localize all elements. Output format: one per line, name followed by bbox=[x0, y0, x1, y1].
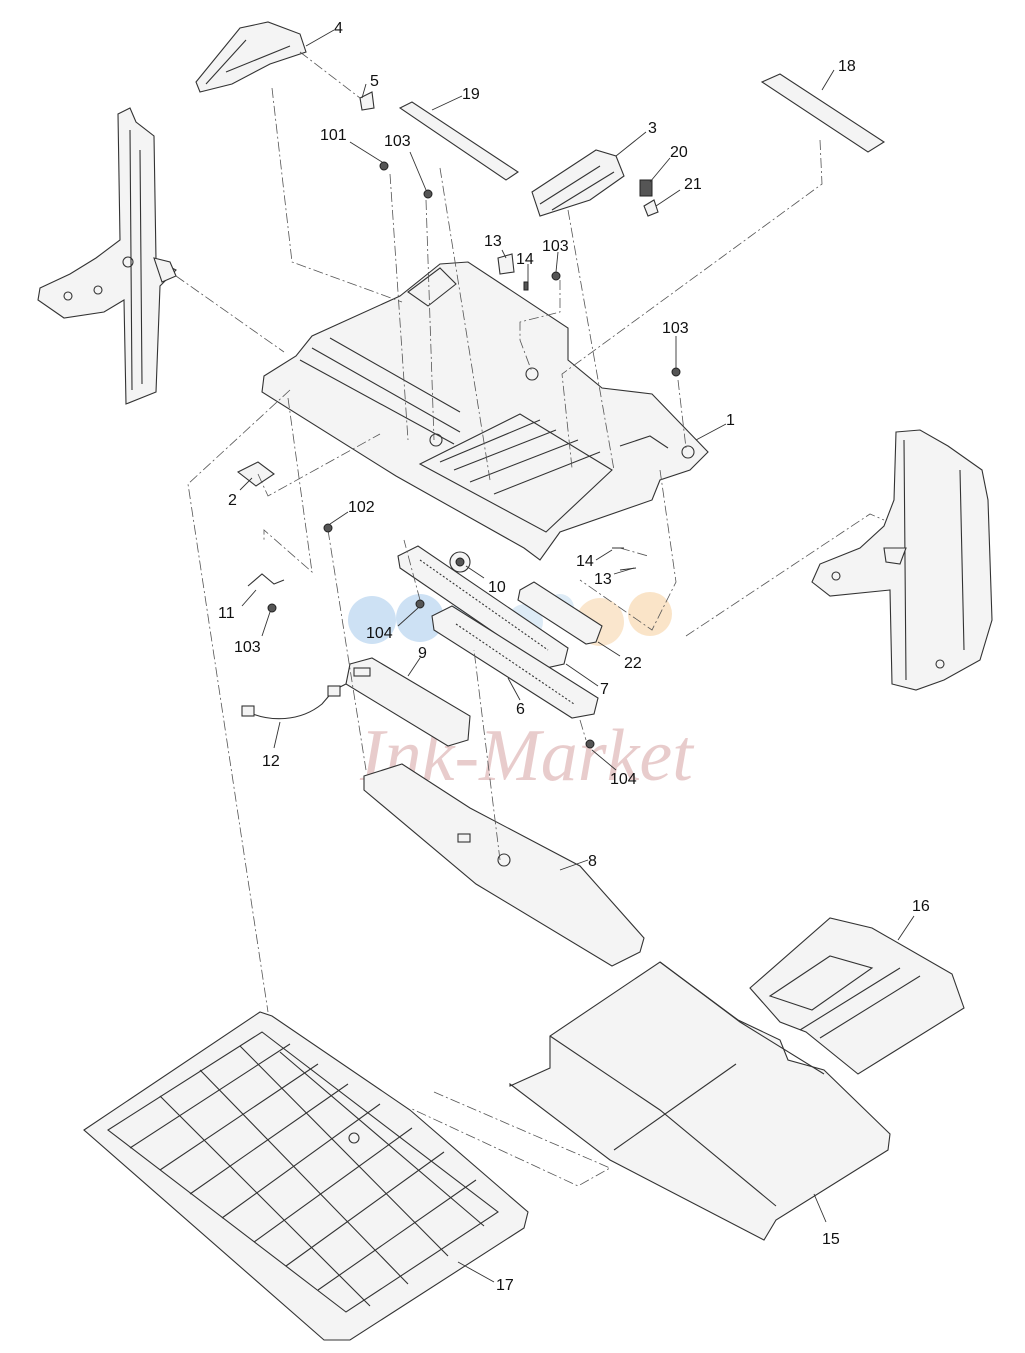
callout-103d: 103 bbox=[234, 639, 261, 656]
callout-22: 22 bbox=[624, 655, 642, 672]
callout-17: 17 bbox=[496, 1277, 514, 1294]
part-19-strip bbox=[398, 101, 519, 181]
callout-6: 6 bbox=[516, 701, 525, 718]
right-side-frame bbox=[811, 429, 993, 691]
callout-15: 15 bbox=[822, 1231, 840, 1248]
callout-13a: 13 bbox=[484, 233, 502, 250]
callout-9: 9 bbox=[418, 645, 427, 662]
callout-103a: 103 bbox=[384, 133, 411, 150]
callout-5: 5 bbox=[370, 73, 379, 90]
part-2-label bbox=[236, 461, 275, 487]
leader-lines bbox=[239, 29, 915, 1283]
part-15-panels bbox=[509, 961, 891, 1241]
callout-102: 102 bbox=[348, 499, 375, 516]
part-22-slide bbox=[517, 581, 603, 645]
screws bbox=[267, 161, 681, 749]
part-12-cable bbox=[241, 681, 351, 720]
callout-3: 3 bbox=[648, 120, 657, 137]
callout-103b: 103 bbox=[542, 238, 569, 255]
part-20-latch bbox=[639, 179, 653, 197]
alignment-lines bbox=[175, 51, 885, 1187]
callout-10: 10 bbox=[488, 579, 506, 596]
callout-8: 8 bbox=[588, 853, 597, 870]
part-11-bracket bbox=[247, 573, 285, 587]
part-4-guide bbox=[195, 21, 307, 93]
callout-20: 20 bbox=[670, 144, 688, 161]
callout-16: 16 bbox=[912, 898, 930, 915]
callout-7: 7 bbox=[600, 681, 609, 698]
callout-19: 19 bbox=[462, 86, 480, 103]
callout-labels: 1 2 3 4 5 6 7 8 9 10 11 12 13 13 14 14 1… bbox=[218, 20, 930, 1294]
callout-14b: 14 bbox=[576, 553, 594, 570]
callout-11: 11 bbox=[218, 605, 235, 622]
part-18-strip bbox=[760, 73, 886, 153]
callout-14a: 14 bbox=[516, 251, 534, 268]
callout-101: 101 bbox=[320, 127, 347, 144]
callout-104a: 104 bbox=[366, 625, 393, 642]
part-8-plate bbox=[363, 763, 645, 967]
part-10-gear bbox=[449, 551, 471, 573]
callout-18: 18 bbox=[838, 58, 856, 75]
part-7-rack bbox=[397, 545, 569, 669]
part-21-spring bbox=[643, 199, 659, 217]
callout-4: 4 bbox=[334, 20, 343, 37]
callout-12: 12 bbox=[262, 753, 280, 770]
callout-2: 2 bbox=[228, 492, 237, 509]
callout-104b: 104 bbox=[610, 771, 637, 788]
part-17-grid-tray bbox=[83, 1011, 529, 1341]
part-9-circuit-board bbox=[345, 657, 471, 747]
part-1-main-tray bbox=[261, 261, 709, 561]
left-side-frame bbox=[37, 107, 177, 405]
part-3-guide bbox=[531, 149, 625, 217]
callout-103c: 103 bbox=[662, 320, 689, 337]
part-16-panel bbox=[749, 917, 965, 1075]
part-6-rack bbox=[431, 605, 599, 719]
part-5-clip bbox=[359, 91, 375, 111]
callout-13b: 13 bbox=[594, 571, 612, 588]
callout-21: 21 bbox=[684, 176, 702, 193]
callout-1: 1 bbox=[726, 412, 735, 429]
